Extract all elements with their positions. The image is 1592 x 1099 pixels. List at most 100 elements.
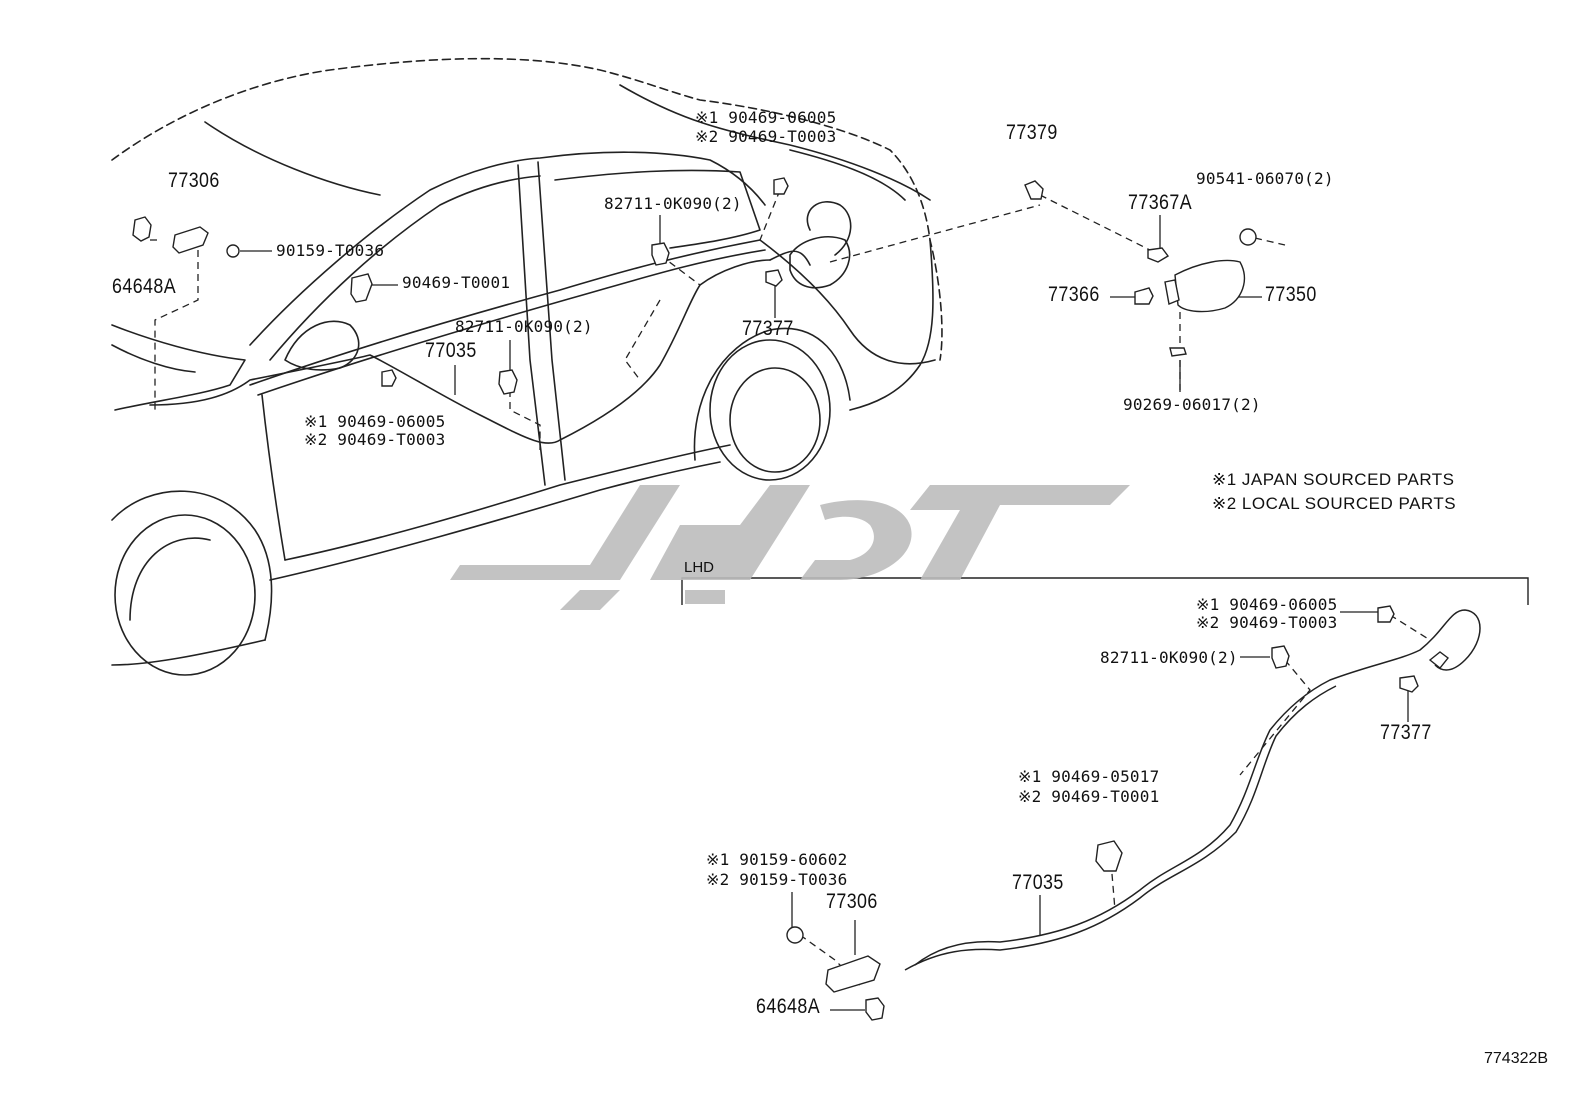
label-loc-90159-t0036: ※2 90159-T0036 bbox=[706, 870, 848, 889]
label-77035-lhd: 77035 bbox=[1012, 871, 1064, 894]
leader-lhd-2 bbox=[1239, 659, 1311, 776]
mirror bbox=[284, 320, 360, 371]
rocker bbox=[269, 461, 721, 581]
part-clip-mid bbox=[381, 369, 397, 387]
part-77377-top bbox=[765, 269, 783, 287]
label-90541: 90541-06070(2) bbox=[1196, 169, 1334, 188]
part-64648a-top bbox=[132, 216, 152, 242]
part-clip-top bbox=[773, 177, 789, 195]
trunk-line bbox=[789, 149, 906, 201]
leader-637 bbox=[624, 299, 661, 381]
label-64648a-lhd: 64648A bbox=[756, 995, 821, 1018]
leader-fuel-door bbox=[829, 204, 1041, 263]
note-japan-sourced: ※1 JAPAN SOURCED PARTS bbox=[1212, 470, 1455, 489]
part-77350 bbox=[1174, 259, 1245, 313]
part-77367a bbox=[1147, 247, 1170, 263]
leader-lhd-3 bbox=[1109, 849, 1116, 911]
part-90159-top bbox=[226, 244, 240, 258]
label-jp-clip-lhd: ※1 90469-06005 bbox=[1196, 595, 1338, 614]
watermark-logo bbox=[450, 485, 1130, 610]
label-loc-clip-lhd: ※2 90469-T0003 bbox=[1196, 613, 1338, 632]
part-77306-lhd bbox=[825, 955, 881, 993]
part-90269 bbox=[1169, 347, 1187, 357]
part-90469-05017 bbox=[1095, 840, 1123, 872]
part-64648a-lhd bbox=[865, 997, 885, 1021]
note-local-sourced: ※2 LOCAL SOURCED PARTS bbox=[1212, 494, 1457, 513]
label-loc-clip-top2: ※2 90469-T0003 bbox=[695, 127, 837, 146]
label-jp-90469-05017: ※1 90469-05017 bbox=[1018, 767, 1160, 786]
belt-line bbox=[249, 239, 761, 386]
part-82711-top bbox=[651, 242, 670, 266]
cable-loop bbox=[806, 201, 852, 256]
body-side bbox=[111, 639, 266, 666]
door-front-edge bbox=[261, 394, 286, 561]
rear-wheel-arch bbox=[693, 327, 851, 461]
label-jp-clip-top1: ※1 90469-06005 bbox=[304, 412, 446, 431]
part-90541 bbox=[1239, 228, 1257, 246]
fuel-door-body bbox=[789, 236, 851, 289]
part-77350-hinge bbox=[1164, 279, 1180, 305]
part-fuel-end-lhd bbox=[1428, 651, 1449, 669]
label-77367a: 77367A bbox=[1128, 191, 1193, 214]
front-wheel-arch bbox=[111, 490, 273, 641]
label-77377-lhd: 77377 bbox=[1380, 721, 1432, 744]
leader-lhd-1 bbox=[1389, 614, 1431, 641]
window-frame-inner bbox=[269, 175, 541, 361]
front-body bbox=[111, 324, 246, 411]
door-bottom bbox=[284, 444, 731, 561]
label-82711-lhd: 82711-0K090(2) bbox=[1100, 648, 1238, 667]
rear-wheel bbox=[709, 339, 831, 481]
leader-82711-mid bbox=[509, 390, 541, 450]
roof-outline bbox=[111, 57, 943, 361]
front-wheel-inner bbox=[129, 537, 211, 621]
part-90469-t0001-top bbox=[350, 273, 373, 303]
rear-bumper bbox=[849, 239, 934, 411]
rear-wheel-inner bbox=[729, 367, 821, 473]
label-loc-90469-t0001: ※2 90469-T0001 bbox=[1018, 787, 1160, 806]
label-90269: 90269-06017(2) bbox=[1123, 395, 1261, 414]
hood bbox=[111, 344, 196, 373]
part-77379 bbox=[1024, 180, 1044, 200]
cable-lhd bbox=[914, 609, 1481, 966]
rear-window bbox=[554, 169, 761, 249]
roof-line-2 bbox=[619, 84, 931, 201]
label-77306-top: 77306 bbox=[168, 169, 220, 192]
label-82711-top: 82711-0K090(2) bbox=[604, 194, 742, 213]
roof-line bbox=[204, 121, 381, 196]
part-clip-lhd bbox=[1377, 605, 1395, 623]
part-77306-top bbox=[172, 226, 209, 254]
label-90159-top: 90159-T0036 bbox=[276, 241, 385, 260]
leader-77379 bbox=[1039, 194, 1161, 256]
part-82711-mid bbox=[498, 369, 518, 395]
window-frame bbox=[249, 151, 766, 346]
front-wheel bbox=[114, 514, 256, 676]
part-90159-lhd bbox=[786, 926, 804, 944]
part-82711-lhd bbox=[1271, 645, 1290, 669]
part-77377-lhd bbox=[1399, 675, 1419, 693]
label-77035-top: 77035 bbox=[425, 339, 477, 362]
leader-clip-top bbox=[759, 189, 781, 241]
label-77306-lhd: 77306 bbox=[826, 890, 878, 913]
cable-car bbox=[149, 259, 771, 444]
reference-code: 774322B bbox=[1484, 1050, 1549, 1067]
cable-lhd-2 bbox=[904, 685, 1337, 971]
b-pillar bbox=[517, 164, 546, 486]
label-loc-clip-top1: ※2 90469-T0003 bbox=[304, 430, 446, 449]
lhd-bracket bbox=[681, 577, 1529, 605]
label-77379: 77379 bbox=[1006, 121, 1058, 144]
leader-90541 bbox=[1254, 237, 1286, 246]
label-64648a-top: 64648A bbox=[112, 275, 177, 298]
label-77366: 77366 bbox=[1048, 283, 1100, 306]
label-jp-clip-top2: ※1 90469-06005 bbox=[695, 108, 837, 127]
cable-car-2 bbox=[769, 250, 811, 266]
label-jp-90159-60602: ※1 90159-60602 bbox=[706, 850, 848, 869]
label-90469-t0001-top: 90469-T0001 bbox=[402, 273, 511, 292]
label-77377-top: 77377 bbox=[742, 317, 794, 340]
label-82711-mid: 82711-0K090(2) bbox=[455, 317, 593, 336]
rear-body bbox=[759, 239, 936, 365]
leader-82711 bbox=[659, 254, 701, 286]
part-77366 bbox=[1134, 287, 1154, 305]
label-77350: 77350 bbox=[1265, 283, 1317, 306]
section-label-lhd: LHD bbox=[684, 559, 715, 576]
